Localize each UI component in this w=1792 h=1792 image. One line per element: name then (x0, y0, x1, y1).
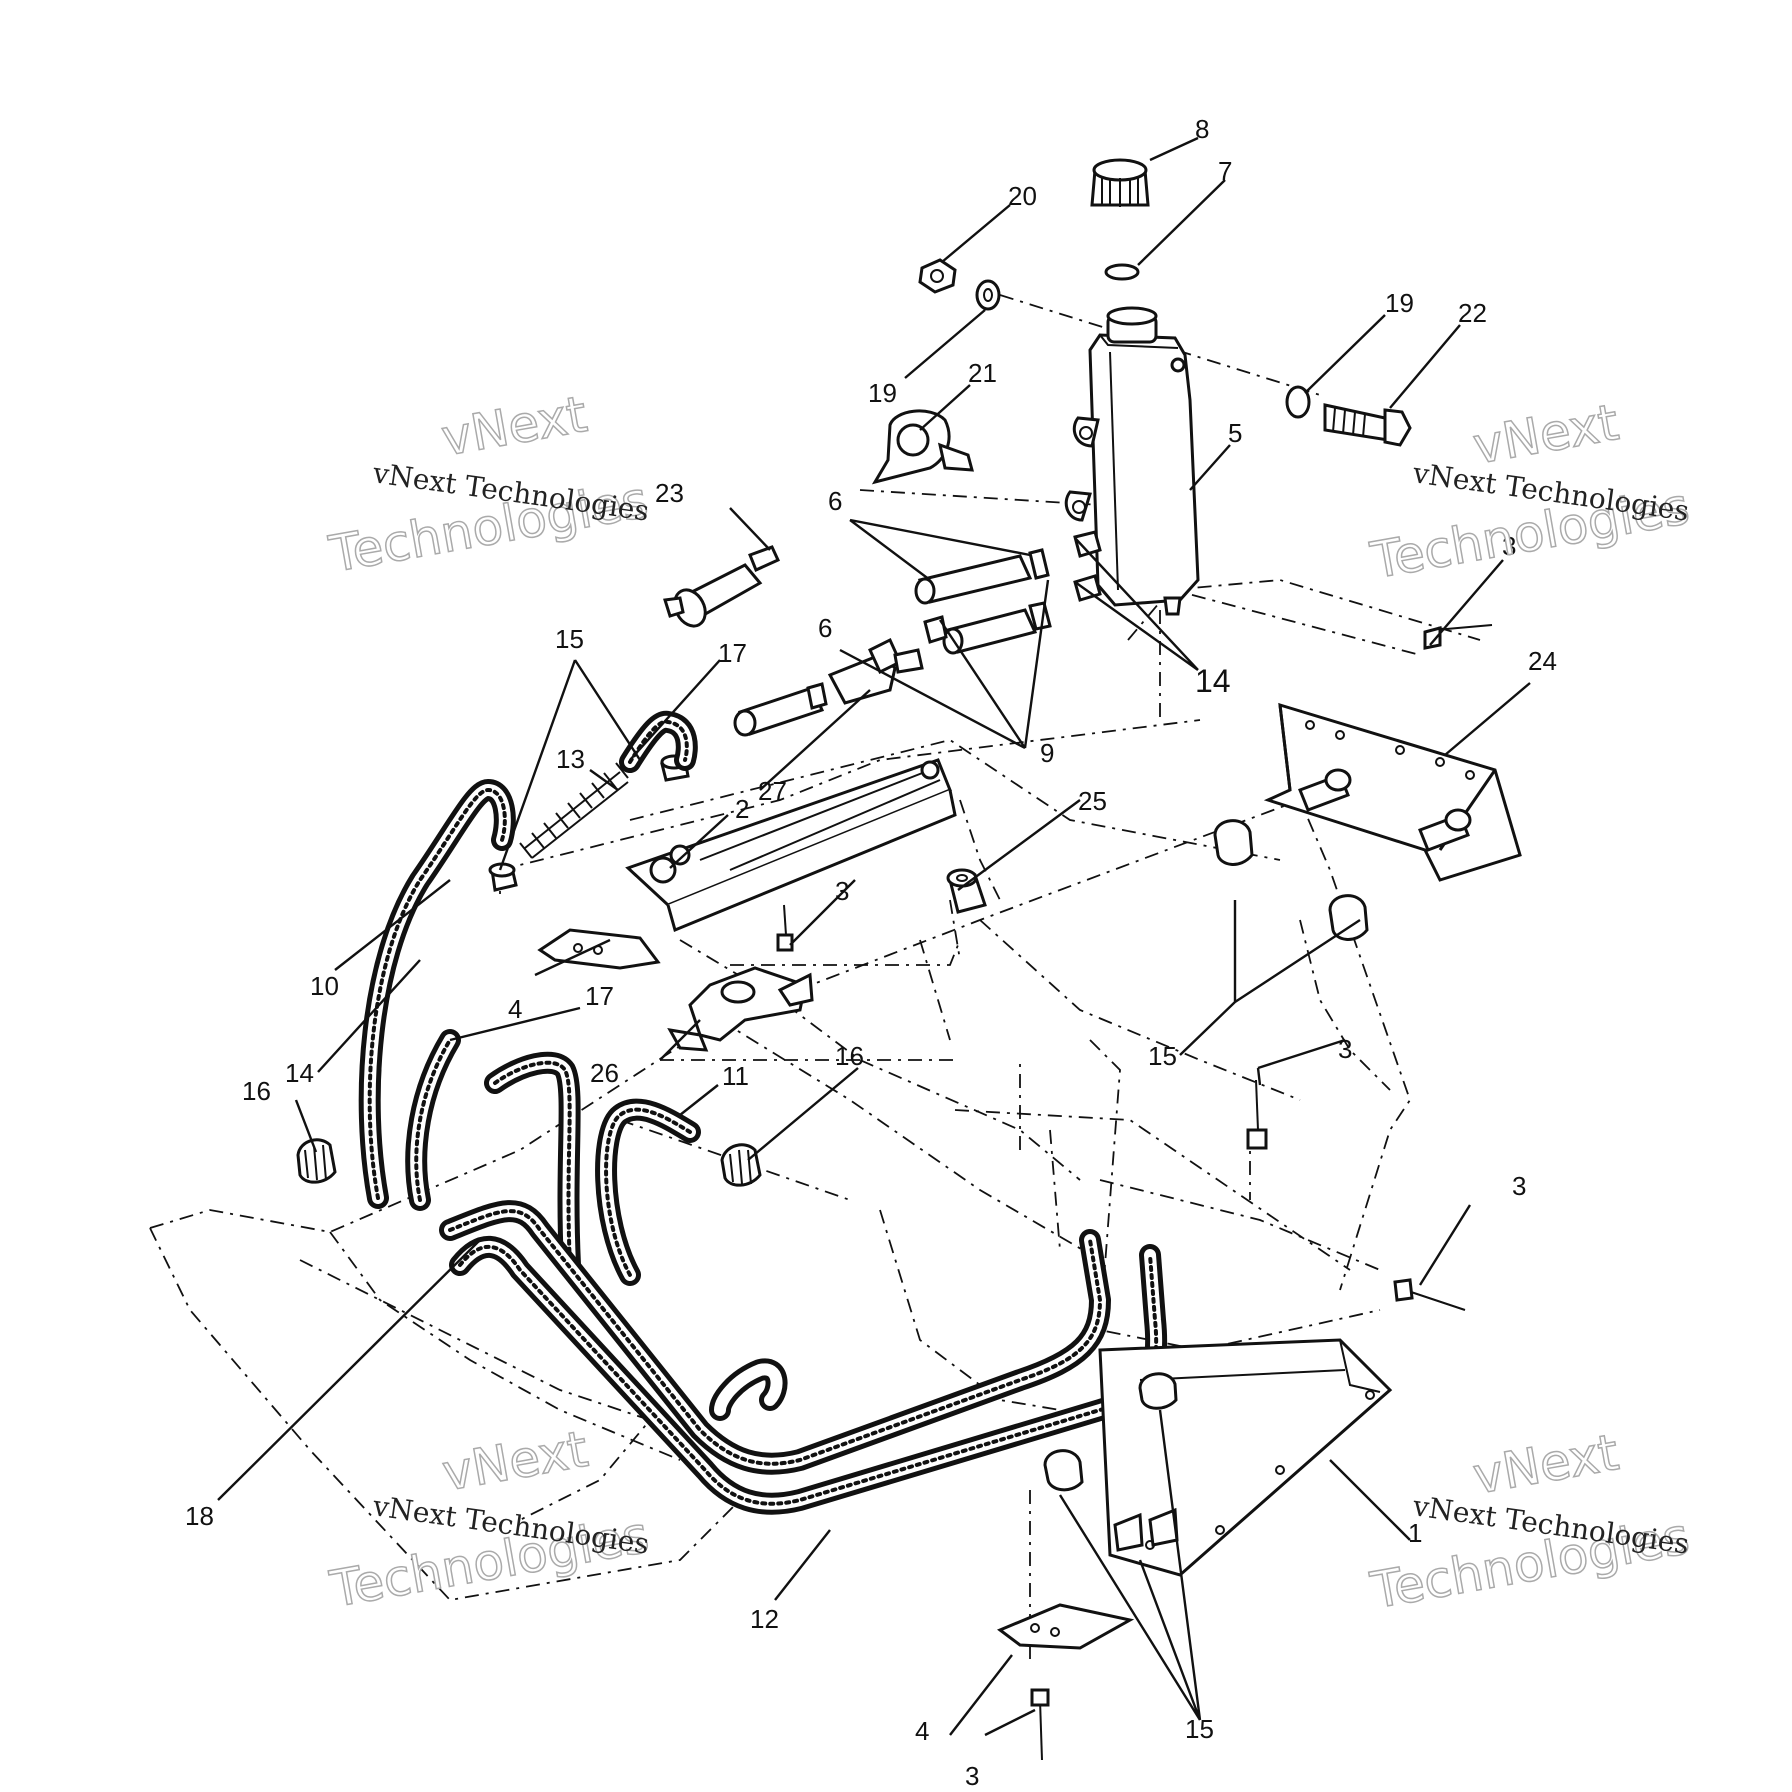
callout-14-lower: 14 (285, 1058, 314, 1088)
callout-1: 1 (1408, 1518, 1422, 1548)
mounting-nut (918, 258, 957, 294)
callout-3-top-right: 3 (1502, 531, 1516, 561)
hose-short-upper (619, 710, 698, 773)
callout-7: 7 (1218, 156, 1232, 186)
watermark-top-right-line-1: vNext (1469, 393, 1623, 475)
callout-13: 13 (556, 744, 585, 774)
callout-20: 20 (1008, 181, 1037, 211)
hose-clamp-right (1213, 819, 1369, 941)
callout-labels: 8 7 20 19 19 22 21 5 23 6 6 14 3 24 15 1… (185, 114, 1557, 1791)
watermark-top-left-line-1: vNext (437, 385, 591, 467)
hose-middle (595, 1098, 701, 1286)
callout-19-right: 19 (1385, 288, 1414, 318)
bolt-center (776, 904, 794, 952)
bolt-top-right (1423, 624, 1493, 650)
hose-long-left (358, 779, 516, 1209)
callout-16-center: 16 (835, 1041, 864, 1071)
mounting-plate-24 (1263, 702, 1522, 882)
callout-3-right-upper: 3 (1338, 1034, 1352, 1064)
callout-26: 26 (590, 1058, 619, 1088)
bolt-bottom (1030, 1688, 1050, 1761)
callout-4-upper: 4 (508, 994, 522, 1024)
callout-16-left: 16 (242, 1076, 271, 1106)
heat-exchanger-rail (625, 758, 957, 933)
mounting-plate-1 (1043, 1338, 1393, 1577)
leader-lines (217, 136, 1531, 1737)
callout-23: 23 (655, 478, 684, 508)
hose-clamp-center (720, 1143, 762, 1187)
support-bracket (667, 966, 814, 1052)
mounting-plate-lower (997, 1603, 1135, 1650)
callout-3-center: 3 (835, 876, 849, 906)
watermark-bottom-left-line-1: vNext (438, 1420, 592, 1502)
hose-lower-long (439, 1200, 1111, 1475)
bolt-right-vertical (1246, 1079, 1268, 1150)
hose-bracket (871, 409, 974, 485)
mounting-plate-upper (537, 928, 661, 970)
callout-19-upper: 19 (868, 378, 897, 408)
callout-24: 24 (1528, 646, 1557, 676)
tee-fitting (827, 637, 924, 705)
tank-cap (1090, 158, 1150, 207)
washer-upper (975, 279, 1001, 311)
callout-15-lower: 15 (1185, 1714, 1214, 1744)
hose-clamp-left (296, 1138, 337, 1184)
cap-gasket (1104, 263, 1140, 281)
hose-spring (519, 762, 629, 859)
callout-17-lower: 17 (585, 981, 614, 1011)
callout-2: 2 (735, 794, 749, 824)
coolant-tank (1064, 306, 1200, 616)
rubber-grommet (946, 868, 987, 914)
tube-set (733, 548, 1052, 737)
callout-4-lower: 4 (915, 1716, 929, 1746)
mounting-bolt (1323, 403, 1412, 447)
callout-11: 11 (722, 1061, 749, 1091)
callout-14-upper: 14 (1195, 663, 1231, 699)
hose-lower-left (405, 1029, 461, 1211)
callout-25: 25 (1078, 786, 1107, 816)
callout-15-right: 15 (1148, 1041, 1177, 1071)
callout-15-upper: 15 (555, 624, 584, 654)
callout-18: 18 (185, 1501, 214, 1531)
hose-short-lower (484, 1051, 581, 1276)
washer-right (1285, 385, 1311, 419)
callout-17-upper: 17 (718, 638, 747, 668)
hose-junction (709, 1358, 788, 1421)
callout-22: 22 (1458, 298, 1487, 328)
callout-27: 27 (758, 776, 787, 806)
watermark-bottom-right-line-1: vNext (1469, 1423, 1623, 1505)
callout-10: 10 (310, 971, 339, 1001)
callout-21: 21 (968, 358, 997, 388)
callout-3-right-lower: 3 (1512, 1171, 1526, 1201)
callout-5: 5 (1228, 418, 1242, 448)
assembly-centerlines (499, 294, 1481, 1660)
chassis-frame-outline (149, 739, 1411, 1601)
bolt-right-horizontal (1393, 1278, 1466, 1311)
callout-9: 9 (1040, 738, 1054, 768)
callout-6-upper: 6 (828, 486, 842, 516)
callout-12: 12 (750, 1604, 779, 1634)
callout-8: 8 (1195, 114, 1209, 144)
callout-6-lower: 6 (818, 613, 832, 643)
callout-3-bottom: 3 (965, 1761, 979, 1791)
bleeder-valve (663, 545, 780, 628)
